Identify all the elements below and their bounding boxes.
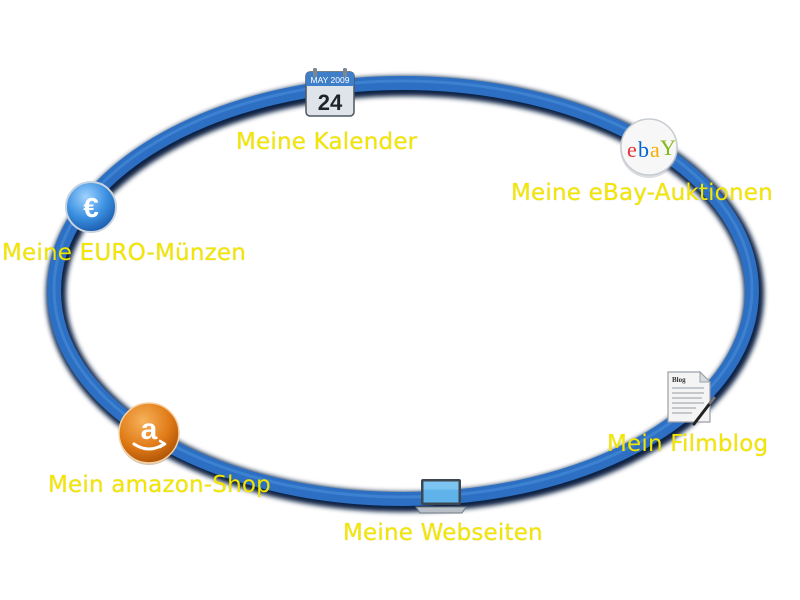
- ebay-letter-a: a: [650, 137, 660, 162]
- menu-item-ebay[interactable]: e b a Y Meine eBay-Auktionen: [508, 112, 788, 212]
- laptop-icon: [415, 479, 467, 514]
- menu-item-euro[interactable]: € Meine EURO-Münzen: [0, 176, 270, 271]
- blog-doc-title: Blog: [672, 376, 686, 384]
- menu-item-webseiten[interactable]: Meine Webseiten: [340, 474, 570, 550]
- ebay-icon: e b a Y: [620, 118, 678, 178]
- calendar-day: 24: [318, 90, 343, 115]
- ebay-letter-b: b: [638, 137, 649, 162]
- menu-label-amazon: Mein amazon-Shop: [48, 472, 271, 498]
- blog-document-icon: Blog: [667, 370, 716, 426]
- amazon-letter: a: [141, 413, 158, 446]
- menu-label-webseiten: Meine Webseiten: [343, 520, 543, 546]
- menu-label-ebay: Meine eBay-Auktionen: [511, 180, 773, 206]
- euro-symbol: €: [83, 192, 99, 223]
- calendar-month: MAY 2009: [311, 75, 350, 85]
- menu-label-euro: Meine EURO-Münzen: [2, 240, 247, 266]
- menu-label-filmblog: Mein Filmblog: [607, 431, 769, 457]
- menu-label-kalender: Meine Kalender: [236, 129, 418, 155]
- menu-item-amazon[interactable]: a Mein amazon-Shop: [46, 398, 296, 502]
- ebay-letter-e: e: [627, 137, 637, 162]
- menu-item-kalender[interactable]: MAY 2009 24 Meine Kalender: [232, 64, 432, 159]
- menu-item-filmblog[interactable]: Blog Mein Filmblog: [604, 366, 794, 466]
- ebay-letter-y: Y: [660, 135, 676, 160]
- calendar-icon: MAY 2009 24: [305, 68, 355, 117]
- amazon-icon: a: [118, 402, 180, 465]
- euro-icon: €: [65, 181, 117, 233]
